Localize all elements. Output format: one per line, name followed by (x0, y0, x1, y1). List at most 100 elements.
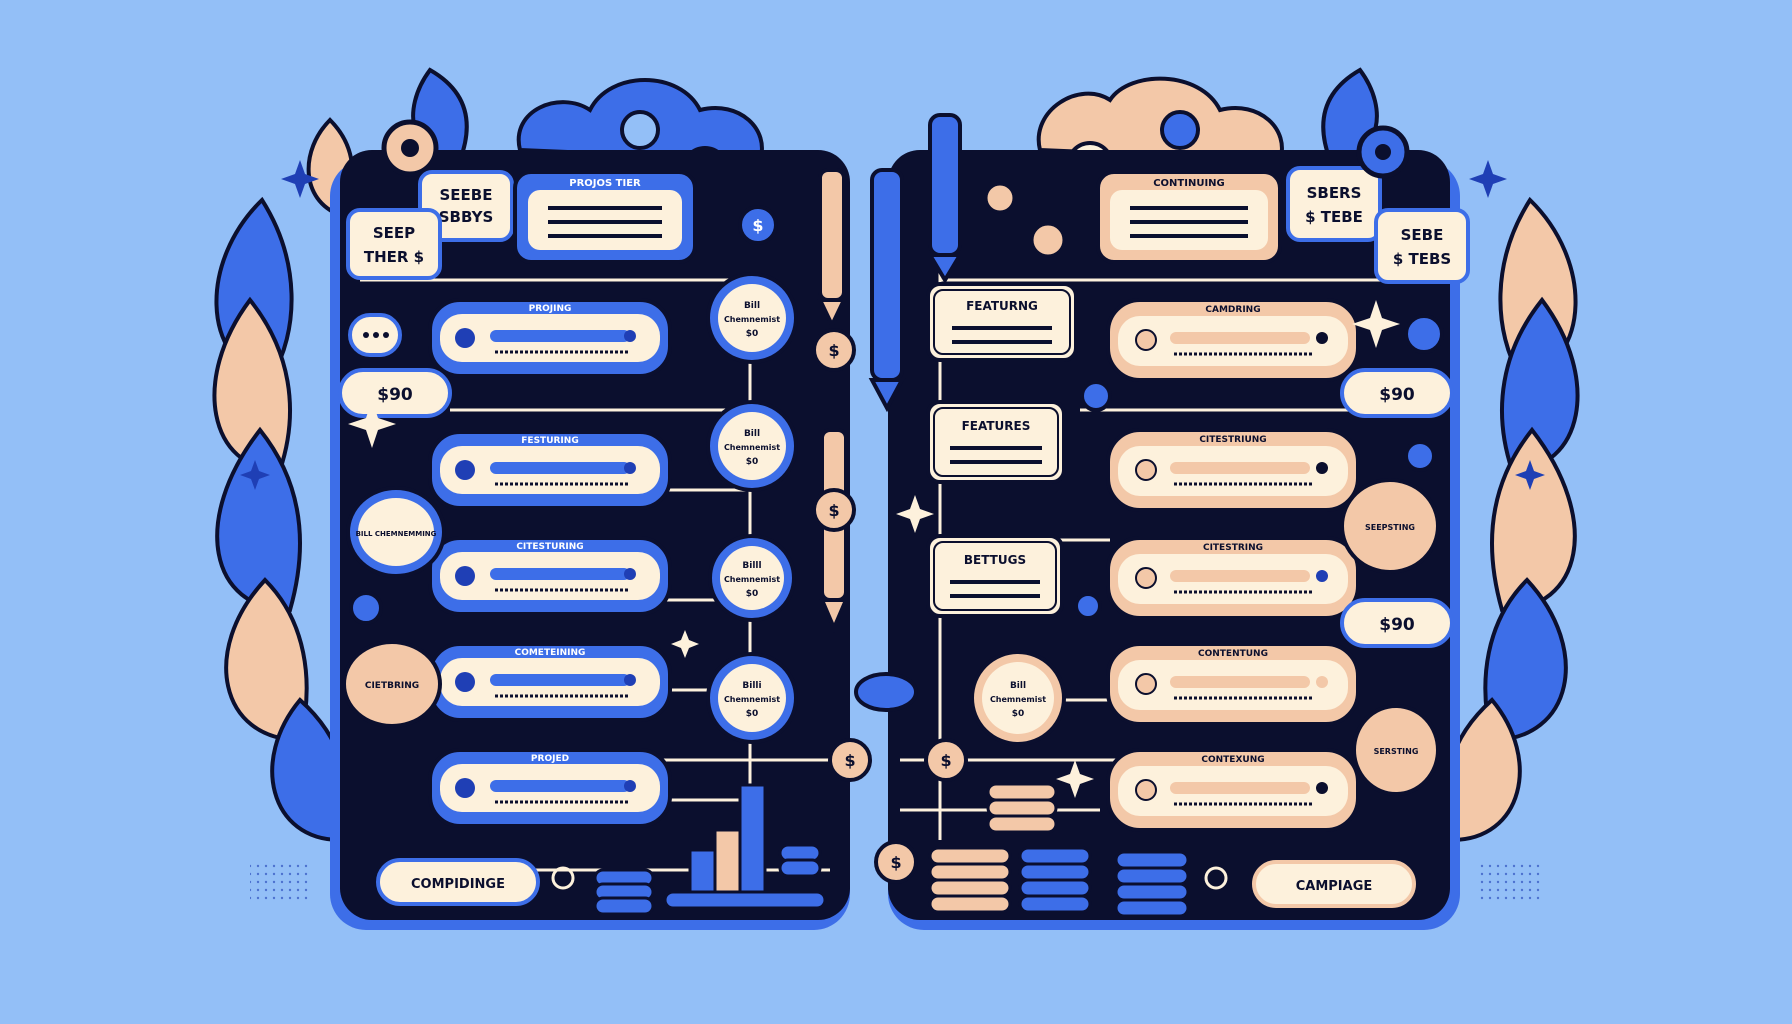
svg-text:FEATURES: FEATURES (962, 419, 1031, 433)
left-small-pill (348, 313, 402, 357)
coin-stack-icon (1018, 846, 1190, 918)
svg-text:Chemnemist: Chemnemist (724, 315, 780, 324)
right-peach-dot (1030, 222, 1066, 258)
svg-text:$: $ (940, 751, 951, 770)
list-item[interactable]: CAMDRING (1106, 298, 1360, 382)
left-tag-2-line1: SEEP (373, 224, 415, 242)
coin: $ (924, 738, 968, 782)
left-price-text: $90 (377, 385, 413, 405)
feature-box[interactable]: FEATURNG (926, 282, 1078, 362)
left-footer-label: COMPIDINGE (411, 877, 505, 892)
left-blue-dot (349, 591, 383, 625)
svg-text:$0: $0 (746, 457, 759, 467)
left-top-card[interactable]: PROJOS TIER (513, 170, 697, 264)
svg-text:$: $ (828, 341, 839, 360)
svg-text:$0: $0 (1012, 709, 1025, 719)
left-tag-2: SEEP THER $ (346, 208, 442, 280)
dot-texture (1480, 860, 1540, 900)
left-side-bubble-text: BILL CHEMNEMMING (356, 530, 437, 538)
dollar-icon: $ (738, 205, 778, 245)
list-item[interactable]: CITESTRING (1106, 536, 1360, 620)
svg-text:CONTEXUNG: CONTEXUNG (1201, 755, 1264, 765)
right-blue-dot (1404, 440, 1436, 472)
right-blue-dot (1074, 592, 1102, 620)
svg-text:CITESTRING: CITESTRING (1203, 543, 1263, 553)
left-tag-1: SEEBE SBBYS (418, 170, 514, 242)
svg-text:$: $ (844, 751, 855, 770)
right-card-list: CAMDRING CITESTRIUNG CITESTRING (1106, 298, 1360, 832)
list-item[interactable]: CONTENTUNG (1106, 642, 1360, 726)
left-price-badge: $90 (338, 368, 452, 418)
svg-text:$0: $0 (746, 329, 759, 339)
right-top-card[interactable]: CONTINUING (1096, 170, 1282, 264)
coin: $ (812, 488, 856, 532)
coin-stack-icon (928, 782, 1058, 914)
right-tag-1: SBERS $ TEBE (1286, 166, 1382, 242)
coin: $ (828, 738, 872, 782)
svg-text:$0: $0 (746, 709, 759, 719)
svg-text:$0: $0 (746, 589, 759, 599)
svg-text:FEATURNG: FEATURNG (966, 299, 1038, 313)
pen-icon (854, 672, 918, 712)
svg-text:$90: $90 (1379, 615, 1415, 635)
svg-text:CITESTRIUNG: CITESTRIUNG (1199, 435, 1266, 445)
left-foliage (212, 67, 469, 843)
gear-icon (1356, 125, 1410, 179)
left-tag-1-line2: SBBYS (439, 208, 494, 226)
feature-box[interactable]: BETTUGS (926, 534, 1064, 618)
right-foliage (1321, 67, 1580, 843)
right-tag-2: SEBE $ TEBS (1374, 208, 1470, 284)
left-footer-button[interactable]: COMPIDINGE (376, 858, 540, 906)
leaf-icon (215, 426, 302, 613)
list-item[interactable]: CITESTRIUNG (1106, 428, 1360, 512)
bill-circle: Bill Chemnemist $0 (706, 400, 798, 492)
right-side-bubble: SERSTING (1352, 704, 1440, 796)
svg-text:CAMDRING: CAMDRING (1205, 305, 1260, 315)
pen-icon (868, 168, 906, 413)
list-item[interactable]: FESTURING (428, 430, 672, 510)
right-price-badge: $90 (1340, 368, 1454, 418)
right-blue-dot (1404, 314, 1444, 354)
gear-icon (381, 119, 439, 177)
bill-circle: Bill Chemnemist $0 (970, 650, 1066, 746)
bill-circle: Bill Chemnemist $0 (706, 272, 798, 364)
svg-text:$ TEBS: $ TEBS (1393, 250, 1451, 268)
dot-texture (250, 860, 310, 900)
list-item[interactable]: CITESTURING (428, 536, 672, 616)
right-footer-button[interactable]: CAMPIAGE (1252, 860, 1416, 908)
left-side-pill-text: CIETBRING (365, 681, 419, 691)
right-blue-dot (1080, 380, 1112, 412)
right-footer-label: CAMPIAGE (1296, 879, 1373, 894)
list-item[interactable]: COMETEINING (428, 642, 672, 722)
left-side-pill: CIETBRING (342, 640, 442, 728)
leaf-icon (1490, 426, 1577, 613)
svg-text:Chemnemist: Chemnemist (990, 695, 1046, 704)
left-side-bubble: BILL CHEMNEMMING (346, 486, 446, 578)
card-title: CITESTURING (516, 542, 583, 552)
list-item[interactable]: PROJING (428, 298, 672, 378)
left-tag-1-line1: SEEBE (440, 186, 493, 204)
left-top-card-title: PROJOS TIER (569, 178, 641, 189)
svg-text:$: $ (752, 216, 763, 235)
ring-icon (1204, 866, 1228, 890)
svg-text:$90: $90 (1379, 385, 1415, 405)
svg-text:Bill: Bill (744, 301, 760, 311)
left-tag-2-line2: THER $ (364, 248, 424, 266)
list-item[interactable]: CONTEXUNG (1106, 748, 1360, 832)
bill-circle: Billi Chemnemist $0 (706, 652, 798, 744)
right-top-dot (984, 182, 1016, 214)
svg-text:Billi: Billi (742, 681, 761, 691)
svg-text:Chemnemist: Chemnemist (724, 575, 780, 584)
bill-circle: Billl Chemnemist $0 (708, 534, 796, 622)
svg-text:SBERS: SBERS (1307, 184, 1362, 202)
svg-text:$: $ (890, 853, 901, 872)
svg-text:$ TEBE: $ TEBE (1305, 208, 1363, 226)
card-title: FESTURING (521, 436, 578, 446)
svg-text:SERSTING: SERSTING (1374, 747, 1419, 756)
feature-box[interactable]: FEATURES (926, 400, 1066, 484)
sparkle-icon (348, 300, 1400, 798)
right-side-bubble: SEEPSTING (1340, 478, 1440, 574)
bar-chart-icon (663, 783, 827, 910)
list-item[interactable]: PROJED (428, 748, 672, 828)
pen-icon (816, 168, 848, 330)
